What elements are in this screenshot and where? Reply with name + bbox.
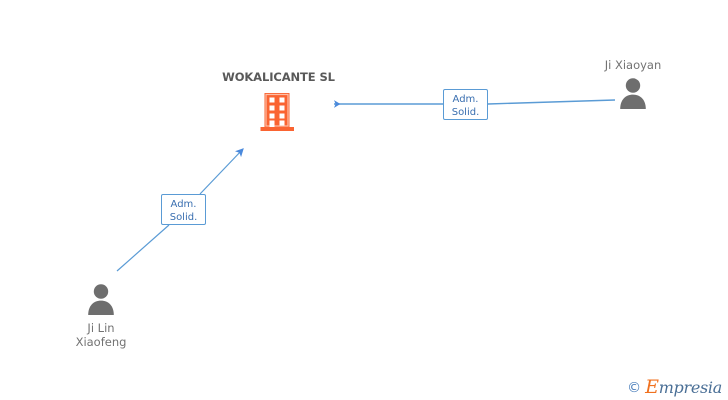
company-node[interactable]: WOKALICANTE SL — [206, 70, 351, 132]
edge-label-adm-solid-right[interactable]: Adm. Solid. — [443, 89, 488, 120]
person-icon — [88, 284, 114, 315]
empresia-logo: Empresia — [645, 376, 723, 398]
person-node-ji-xiaoyan[interactable]: Ji Xiaoyan — [573, 58, 693, 109]
empresia-logo-initial: E — [645, 376, 659, 398]
empresia-logo-rest: mpresia — [658, 378, 723, 397]
person-label-ji-xiaoyan: Ji Xiaoyan — [604, 58, 662, 72]
person-node-ji-lin-xiaofeng[interactable]: Ji Lin Xiaofeng — [41, 283, 161, 349]
building-icon — [260, 93, 294, 131]
person-label-ji-lin-xiaofeng: Ji Lin Xiaofeng — [75, 321, 127, 349]
copyright-icon: © — [627, 379, 642, 396]
watermark: © Empresia — [627, 376, 723, 398]
person-icon — [620, 78, 646, 109]
company-title: WOKALICANTE SL — [222, 70, 335, 84]
edge-label-adm-solid-left[interactable]: Adm. Solid. — [161, 194, 206, 225]
